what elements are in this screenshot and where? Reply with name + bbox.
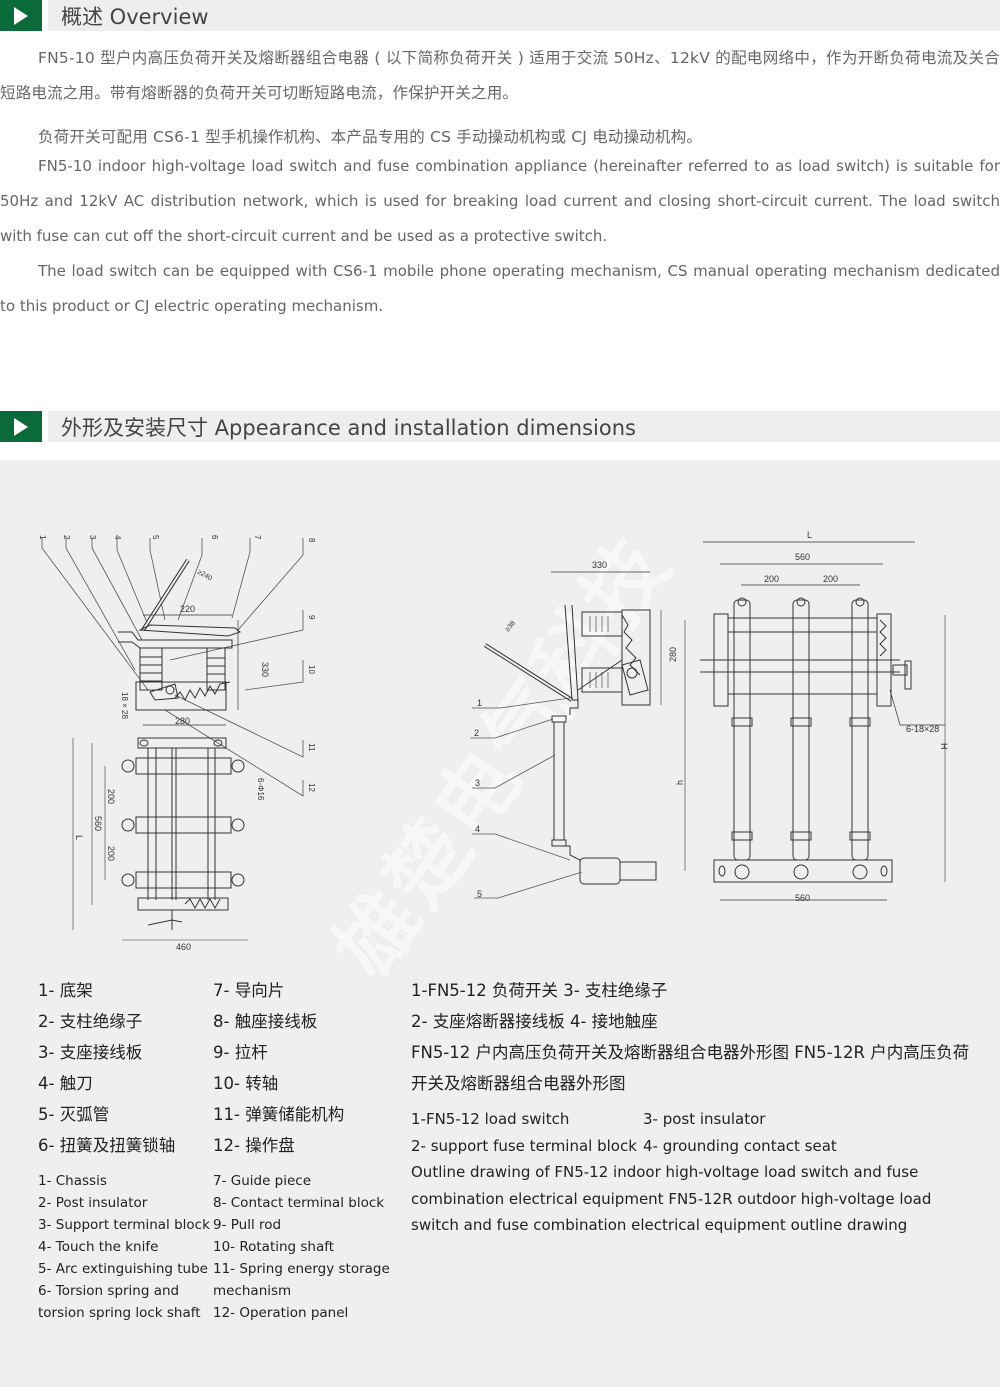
legend-left-cn-col1: 1- 底架 2- 支柱绝缘子 3- 支座接线板 4- 触刀 5- 灭弧管 6- … — [38, 975, 175, 1161]
svg-text:6-Φ16: 6-Φ16 — [256, 778, 265, 801]
legend-item: 2- 支柱绝缘子 — [38, 1012, 143, 1031]
legend-row: 1-FN5-12 load switch 3- post insulator — [411, 1106, 971, 1133]
legend-item: 6- Torsion spring and — [38, 1283, 180, 1299]
legend-item: 1-FN5-12 负荷开关 3- 支柱绝缘子 — [411, 981, 668, 1000]
svg-text:h: h — [675, 780, 685, 785]
overview-header: 概述 Overview — [0, 0, 1000, 31]
legend-item: 11- Spring energy storage — [213, 1261, 390, 1277]
legend-item: 1- Chassis — [38, 1173, 107, 1189]
legend-item: 7- Guide piece — [213, 1173, 312, 1189]
legend-row: 2- support fuse terminal block 4- ground… — [411, 1133, 971, 1160]
legend-right-en: 1-FN5-12 load switch 3- post insulator 2… — [411, 1106, 971, 1239]
play-triangle-icon — [0, 411, 42, 442]
legend-item: 2- 支座熔断器接线板 4- 接地触座 — [411, 1012, 658, 1031]
legend-item: 3- post insulator — [643, 1110, 766, 1128]
svg-text:330: 330 — [260, 662, 270, 677]
svg-text:280: 280 — [668, 647, 678, 662]
svg-text:1: 1 — [38, 535, 47, 540]
svg-text:L: L — [807, 530, 812, 540]
legend-item: 4- 触刀 — [38, 1074, 93, 1093]
svg-text:≥240: ≥240 — [196, 569, 213, 583]
legend-item: 10- Rotating shaft — [213, 1239, 335, 1255]
legend-item: 12- 操作盘 — [213, 1136, 295, 1155]
overview-paragraph-en-2: The load switch can be equipped with CS6… — [0, 262, 1000, 315]
overview-paragraph-en-1: FN5-10 indoor high-voltage load switch a… — [0, 157, 1000, 245]
overview-paragraph-cn-1: FN5-10 型户内高压负荷开关及熔断器组合电器 ( 以下简称负荷开关 ) 适用… — [0, 49, 1000, 102]
svg-text:L: L — [74, 835, 84, 840]
legend-item: 9- Pull rod — [213, 1217, 282, 1233]
middle-side-view: 330 ≥38 280 — [470, 560, 686, 899]
legend-left-cn-col2: 7- 导向片 8- 触座接线板 9- 拉杆 10- 转轴 11- 弹簧储能机构 … — [213, 975, 344, 1161]
drawing-panel: 雄楚电气科技 — [0, 460, 1000, 1387]
legend-caption-cn: FN5-12 户内高压负荷开关及熔断器组合电器外形图 FN5-12R 户内高压负… — [411, 1043, 970, 1093]
legend-item: 5- 灭弧管 — [38, 1105, 110, 1124]
legend-right-cn: 1-FN5-12 负荷开关 3- 支柱绝缘子 2- 支座熔断器接线板 4- 接地… — [411, 975, 971, 1099]
svg-text:6: 6 — [210, 535, 219, 540]
play-triangle-icon — [0, 0, 42, 31]
svg-text:10: 10 — [307, 665, 316, 674]
section-title-overview: 概述 Overview — [61, 4, 209, 29]
legend-item: 12- Operation panel — [213, 1305, 349, 1321]
svg-text:220: 220 — [180, 604, 195, 614]
svg-text:3: 3 — [88, 535, 97, 540]
svg-text:18 × 28: 18 × 28 — [120, 692, 129, 719]
left-top-view: L 560 200 200 460 6-Φ16 — [72, 737, 265, 952]
legend-item: 1- 底架 — [38, 981, 93, 1000]
legend-item: mechanism — [213, 1283, 292, 1299]
svg-text:1: 1 — [477, 698, 482, 708]
svg-text:200: 200 — [106, 846, 116, 861]
svg-text:2: 2 — [62, 535, 71, 540]
svg-text:280: 280 — [175, 716, 190, 726]
svg-text:330: 330 — [592, 560, 607, 570]
left-side-view: 220 330 ≥240 18 × 28 280 1 2 3 4 5 6 7 8… — [38, 535, 316, 797]
svg-text:5: 5 — [477, 889, 482, 899]
svg-text:≥38: ≥38 — [504, 620, 517, 633]
legend-item: 2- Post insulator — [38, 1195, 148, 1211]
svg-text:11: 11 — [307, 743, 316, 752]
legend-item: 3- 支座接线板 — [38, 1043, 143, 1062]
svg-text:560: 560 — [795, 893, 810, 903]
legend-item: 11- 弹簧储能机构 — [213, 1105, 345, 1124]
legend-item: 10- 转轴 — [213, 1074, 279, 1093]
right-front-view: L 560 200 200 560 — [700, 530, 949, 903]
svg-text:6-18×28: 6-18×28 — [906, 724, 939, 734]
svg-text:2: 2 — [474, 728, 479, 738]
legend-caption-en: Outline drawing of FN5-12 indoor high-vo… — [411, 1163, 932, 1234]
legend-item: 8- 触座接线板 — [213, 1012, 318, 1031]
svg-text:5: 5 — [151, 535, 160, 540]
legend-item: torsion spring lock shaft — [38, 1305, 201, 1321]
svg-text:460: 460 — [176, 942, 191, 952]
legend-item: 4- grounding contact seat — [643, 1136, 837, 1155]
svg-text:200: 200 — [823, 574, 838, 584]
legend-item: 1-FN5-12 load switch — [411, 1110, 570, 1128]
legend-item: 5- Arc extinguishing tube — [38, 1261, 208, 1277]
dimensions-header: 外形及安装尺寸 Appearance and installation dime… — [0, 411, 1000, 442]
svg-text:560: 560 — [93, 816, 103, 831]
svg-text:560: 560 — [795, 552, 810, 562]
legend-item: 7- 导向片 — [213, 981, 285, 1000]
svg-text:4: 4 — [113, 535, 122, 540]
section-title-dimensions: 外形及安装尺寸 Appearance and installation dime… — [61, 415, 636, 440]
svg-text:9: 9 — [307, 615, 316, 620]
legend-item: 4- Touch the knife — [38, 1239, 159, 1255]
legend-left-en-col2: 7- Guide piece 8- Contact terminal block… — [213, 1170, 390, 1324]
technical-drawings: 220 330 ≥240 18 × 28 280 1 2 3 4 5 6 7 8… — [38, 530, 949, 952]
overview-paragraph-cn-2: 负荷开关可配用 CS6-1 型手机操作机构、本产品专用的 CS 手动操动机构或 … — [38, 128, 703, 146]
svg-text:7: 7 — [253, 535, 262, 540]
legend-item: 2- support fuse terminal block — [411, 1136, 637, 1155]
legend-item: 3- Support terminal block — [38, 1217, 210, 1233]
svg-text:8: 8 — [307, 538, 316, 543]
legend-item: 8- Contact terminal block — [213, 1195, 385, 1211]
svg-text:H: H — [939, 743, 949, 750]
legend-item: 9- 拉杆 — [213, 1043, 268, 1062]
svg-text:12: 12 — [307, 783, 316, 792]
svg-text:4: 4 — [475, 824, 480, 834]
legend-item: 6- 扭簧及扭簧锁轴 — [38, 1136, 176, 1155]
svg-text:3: 3 — [475, 778, 480, 788]
svg-text:200: 200 — [106, 789, 116, 804]
svg-text:200: 200 — [764, 574, 779, 584]
legend-left-en-col1: 1- Chassis 2- Post insulator 3- Support … — [38, 1170, 210, 1324]
